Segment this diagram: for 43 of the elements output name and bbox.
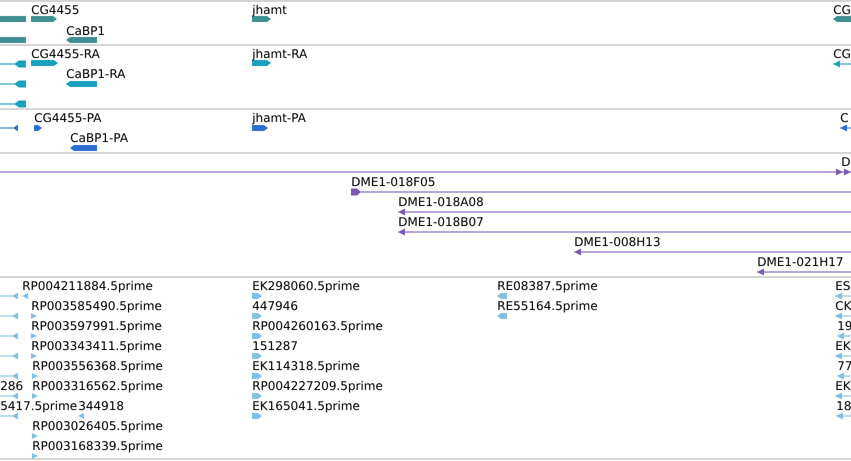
feature-label: RP003556368.5prime [33, 360, 162, 372]
feature-label: RP004227209.5prime [253, 380, 382, 392]
feature-label: RP004211884.5prime [23, 280, 152, 292]
feature-label: 286 [1, 381, 22, 390]
feature-label: EK298060.5prime [253, 280, 360, 292]
feature-label: D [842, 157, 850, 166]
feature-label: DME1-008H13 [575, 237, 660, 246]
feature-label: RE08387.5prime [498, 280, 598, 292]
feature-label: CG [834, 49, 850, 58]
feature-label: jhamt [252, 4, 287, 16]
feature-label: RP003597991.5prime [32, 320, 162, 332]
feature-label: DME1-018B07 [399, 217, 483, 226]
feature-label: RP004260163.5prime [253, 320, 382, 332]
feature-label: 5417.5prime [1, 400, 76, 412]
feature-label: ES [836, 281, 850, 290]
feature-label: EK114318.5prime [253, 360, 360, 372]
feature-label: DME1-018A08 [399, 197, 483, 206]
feature-label: DME1-018F05 [352, 177, 434, 186]
feature-label: RP003585490.5prime [32, 300, 162, 312]
feature-label: EK [836, 341, 851, 350]
feature-label: EK [836, 381, 851, 390]
feature-label: RP003343411.5prime [32, 340, 162, 352]
feature-label: DME1-021H17 [758, 257, 842, 266]
feature-label: 77 [838, 361, 851, 370]
feature-label: CG4455 [32, 5, 78, 14]
feature-label: RP003026405.5prime [33, 420, 162, 432]
feature-label: 344918 [79, 401, 124, 410]
feature-label: EK165041.5prime [253, 400, 360, 412]
feature-label: 447946 [252, 301, 298, 310]
feature-label: CaBP1-RA [66, 69, 126, 78]
feature-label: CG4455-RA [32, 49, 100, 58]
feature-label: CaBP1 [66, 26, 104, 36]
feature-label: 18 [838, 401, 851, 410]
feature-label: CG4455-PA [34, 113, 102, 122]
feature-label: jhamt-RA [252, 48, 308, 60]
feature-label: RE55164.5prime [498, 300, 598, 312]
feature-label: C [840, 113, 848, 122]
feature-label: CG [834, 5, 850, 14]
feature-label: 151287 [254, 341, 297, 350]
feature-label: RP003316562.5prime [33, 380, 162, 392]
feature-label: RP003168339.5prime [33, 440, 162, 452]
feature-label: CaBP1-PA [70, 133, 128, 142]
feature-label: jhamt-PA [252, 112, 306, 124]
